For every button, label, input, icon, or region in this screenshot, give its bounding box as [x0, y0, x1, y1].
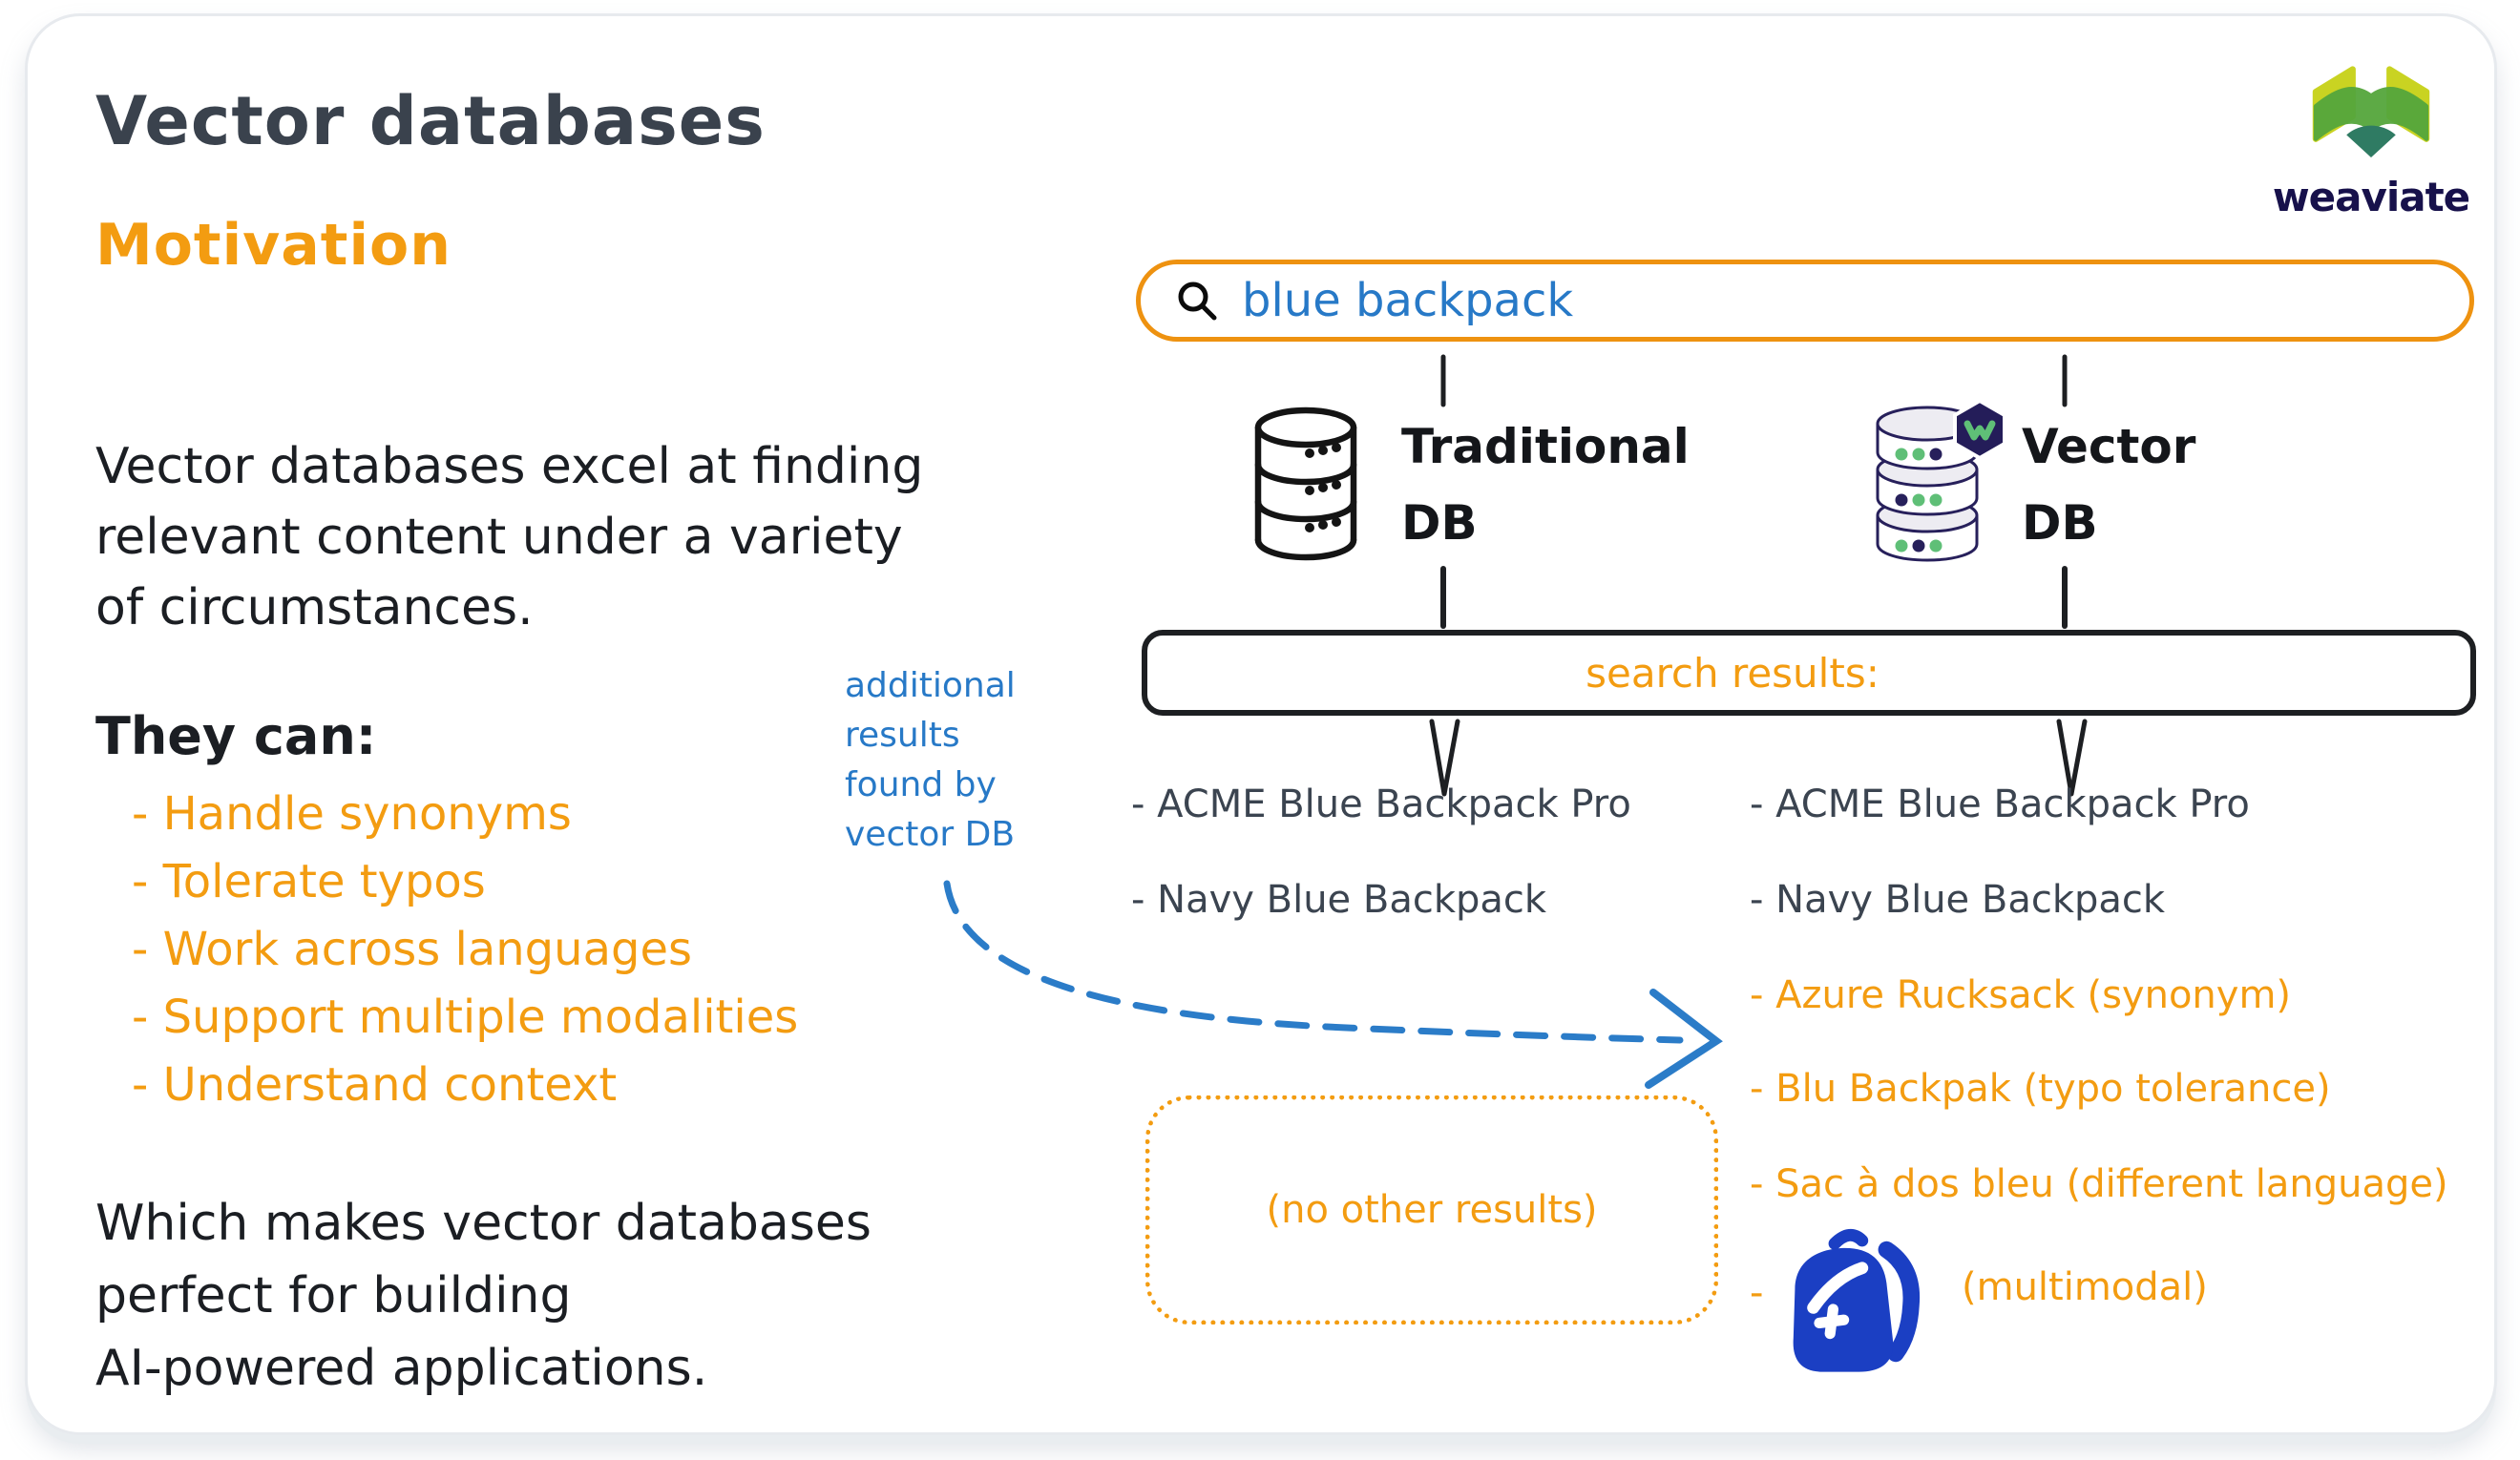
vector-db-label: Vector DB [2022, 408, 2195, 561]
no-other-results-box: (no other results) [1145, 1095, 1718, 1324]
traditional-db-label-line1: Traditional [1401, 419, 1690, 474]
intro-paragraph: Vector databases excel at finding releva… [95, 431, 923, 643]
vector-db-icon [1876, 398, 2006, 562]
search-query: blue backpack [1242, 274, 1574, 327]
traditional-db-label: Traditional DB [1401, 408, 1690, 561]
search-icon [1178, 282, 1217, 321]
weaviate-hexagon-badge [1953, 398, 2006, 461]
search-results-bar-label: search results: [1586, 649, 1880, 697]
capability-item: - Understand context [132, 1058, 618, 1112]
vector-result-item: - Navy Blue Backpack [1750, 878, 2166, 922]
backpack-icon [1793, 1229, 1924, 1372]
traditional-db-label-line2: DB [1401, 495, 1478, 551]
closing-line: perfect for building [95, 1267, 572, 1324]
capability-item: - Work across languages [132, 923, 692, 976]
multimodal-result-dash: - [1750, 1271, 1764, 1315]
closing-paragraph: Which makes vector databases perfect for… [95, 1187, 872, 1405]
vector-result-item: - Sac à dos bleu (different language) [1750, 1162, 2448, 1206]
weaviate-wordmark: weaviate [2272, 174, 2470, 220]
vector-result-item: - Azure Rucksack (synonym) [1750, 973, 2292, 1017]
no-other-results-label: (no other results) [1266, 1188, 1598, 1232]
search-input[interactable]: blue backpack [1136, 260, 2474, 342]
vector-result-item: - ACME Blue Backpack Pro [1750, 782, 2250, 826]
annotation-line: results [845, 716, 960, 755]
vector-db-label-line2: DB [2022, 495, 2098, 551]
annotation-line: vector DB [845, 815, 1016, 854]
page-subtitle: Motivation [95, 212, 452, 279]
annotation-additional-results: additional results found by vector DB [845, 661, 1016, 860]
annotation-line: found by [845, 765, 997, 804]
closing-line: Which makes vector databases [95, 1195, 872, 1252]
they-can-label: They can: [95, 706, 377, 766]
weaviate-w-mark-icon [2312, 66, 2430, 157]
page-title: Vector databases [95, 82, 766, 160]
closing-line: AI-powered applications. [95, 1340, 708, 1397]
vector-result-item: - Blu Backpak (typo tolerance) [1750, 1067, 2331, 1111]
traditional-db-icon [1254, 407, 1357, 561]
traditional-result-item: - ACME Blue Backpack Pro [1131, 782, 1631, 826]
capability-item: - Handle synonyms [132, 787, 572, 841]
intro-line: of circumstances. [95, 579, 534, 636]
search-results-bar: search results: [1142, 630, 2476, 716]
capability-list: - Handle synonyms - Tolerate typos - Wor… [132, 781, 798, 1119]
capability-item: - Support multiple modalities [132, 991, 799, 1044]
vector-db-label-line1: Vector [2022, 419, 2196, 474]
intro-line: relevant content under a variety [95, 509, 903, 566]
traditional-result-item: - Navy Blue Backpack [1131, 878, 1547, 922]
weaviate-logo: weaviate [2270, 61, 2472, 220]
annotation-line: additional [845, 666, 1016, 705]
multimodal-result-label: (multimodal) [1962, 1265, 2208, 1309]
capability-item: - Tolerate typos [132, 855, 486, 908]
intro-line: Vector databases excel at finding [95, 438, 924, 495]
